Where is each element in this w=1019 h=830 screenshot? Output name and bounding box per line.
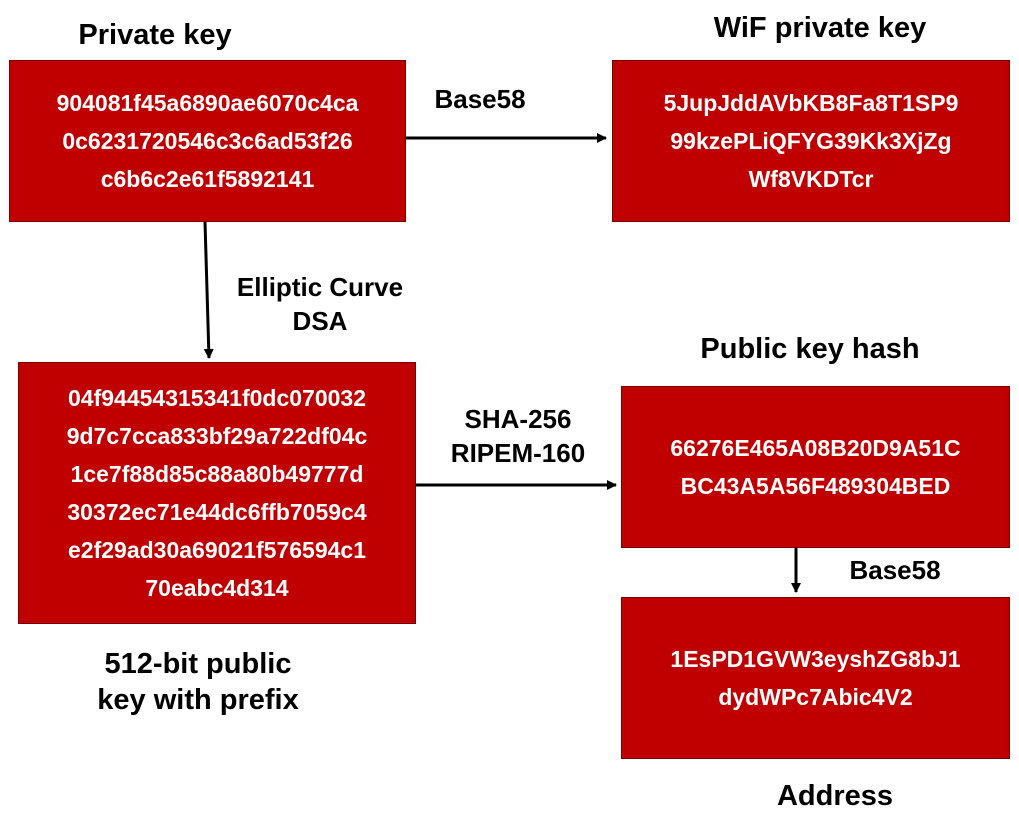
- public-key-hash-title: Public key hash: [700, 333, 920, 365]
- public-to-hash-label: SHA-256 RIPEM-160: [418, 402, 618, 470]
- wif-line-2: 99kzePLiQFYG39Kk3XjZg: [670, 128, 952, 154]
- public-key-line-2: 9d7c7cca833bf29a722df04c: [66, 423, 368, 449]
- public-key-line-3: 1ce7f88d85c88a80b49777d: [70, 461, 364, 487]
- wif-private-key-box: 5JupJddAVbKB8Fa8T1SP9 99kzePLiQFYG39Kk3X…: [612, 60, 1010, 222]
- wif-line-1: 5JupJddAVbKB8Fa8T1SP9: [663, 90, 959, 116]
- private-to-wif-label: Base58: [434, 84, 526, 114]
- arrow-private-to-public: [203, 221, 214, 359]
- private-key-box: 904081f45a6890ae6070c4ca 0c6231720546c3c…: [9, 60, 406, 222]
- address-line-1: 1EsPD1GVW3eyshZG8bJ1: [670, 646, 961, 672]
- hash-line-2: BC43A5A56F489304BED: [680, 473, 951, 499]
- private-key-line-3: c6b6c2e61f5892141: [100, 166, 315, 192]
- wif-line-3: Wf8VKDTcr: [748, 166, 874, 192]
- private-key-line-1: 904081f45a6890ae6070c4ca: [56, 90, 359, 116]
- public-key-title-line-1: 512-bit public: [104, 648, 292, 680]
- public-key-line-1: 04f94454315341f0dc070032: [68, 385, 366, 411]
- hash-line-1: 66276E465A08B20D9A51C: [670, 435, 961, 461]
- public-key-line-4: 30372ec71e44dc6ffb7059c4: [67, 499, 367, 525]
- public-key-line-5: e2f29ad30a69021f576594c1: [68, 537, 366, 563]
- address-box: 1EsPD1GVW3eyshZG8bJ1 dydWPc7Abic4V2: [621, 597, 1010, 759]
- private-to-public-label: Elliptic Curve DSA: [210, 270, 430, 338]
- public-key-hash-box: 66276E465A08B20D9A51C BC43A5A56F489304BE…: [621, 386, 1010, 548]
- public-key-box: 04f94454315341f0dc070032 9d7c7cca833bf29…: [18, 362, 416, 624]
- public-key-title: 512-bit public key with prefix: [58, 646, 338, 718]
- address-line-2: dydWPc7Abic4V2: [718, 684, 913, 710]
- private-key-line-2: 0c6231720546c3c6ad53f26: [62, 128, 353, 154]
- private-key-title: Private key: [78, 19, 232, 51]
- hash-to-address-label: Base58: [849, 555, 941, 585]
- sha-label-line-2: RIPEM-160: [450, 438, 586, 468]
- sha-label-line-1: SHA-256: [464, 404, 572, 434]
- address-title: Address: [776, 780, 894, 812]
- public-key-line-6: 70eabc4d314: [145, 575, 289, 601]
- ecdsa-label-line-1: Elliptic Curve: [236, 272, 404, 302]
- wif-private-key-title: WiF private key: [713, 12, 927, 44]
- ecdsa-label-line-2: DSA: [292, 306, 348, 336]
- public-key-title-line-2: key with prefix: [97, 684, 299, 716]
